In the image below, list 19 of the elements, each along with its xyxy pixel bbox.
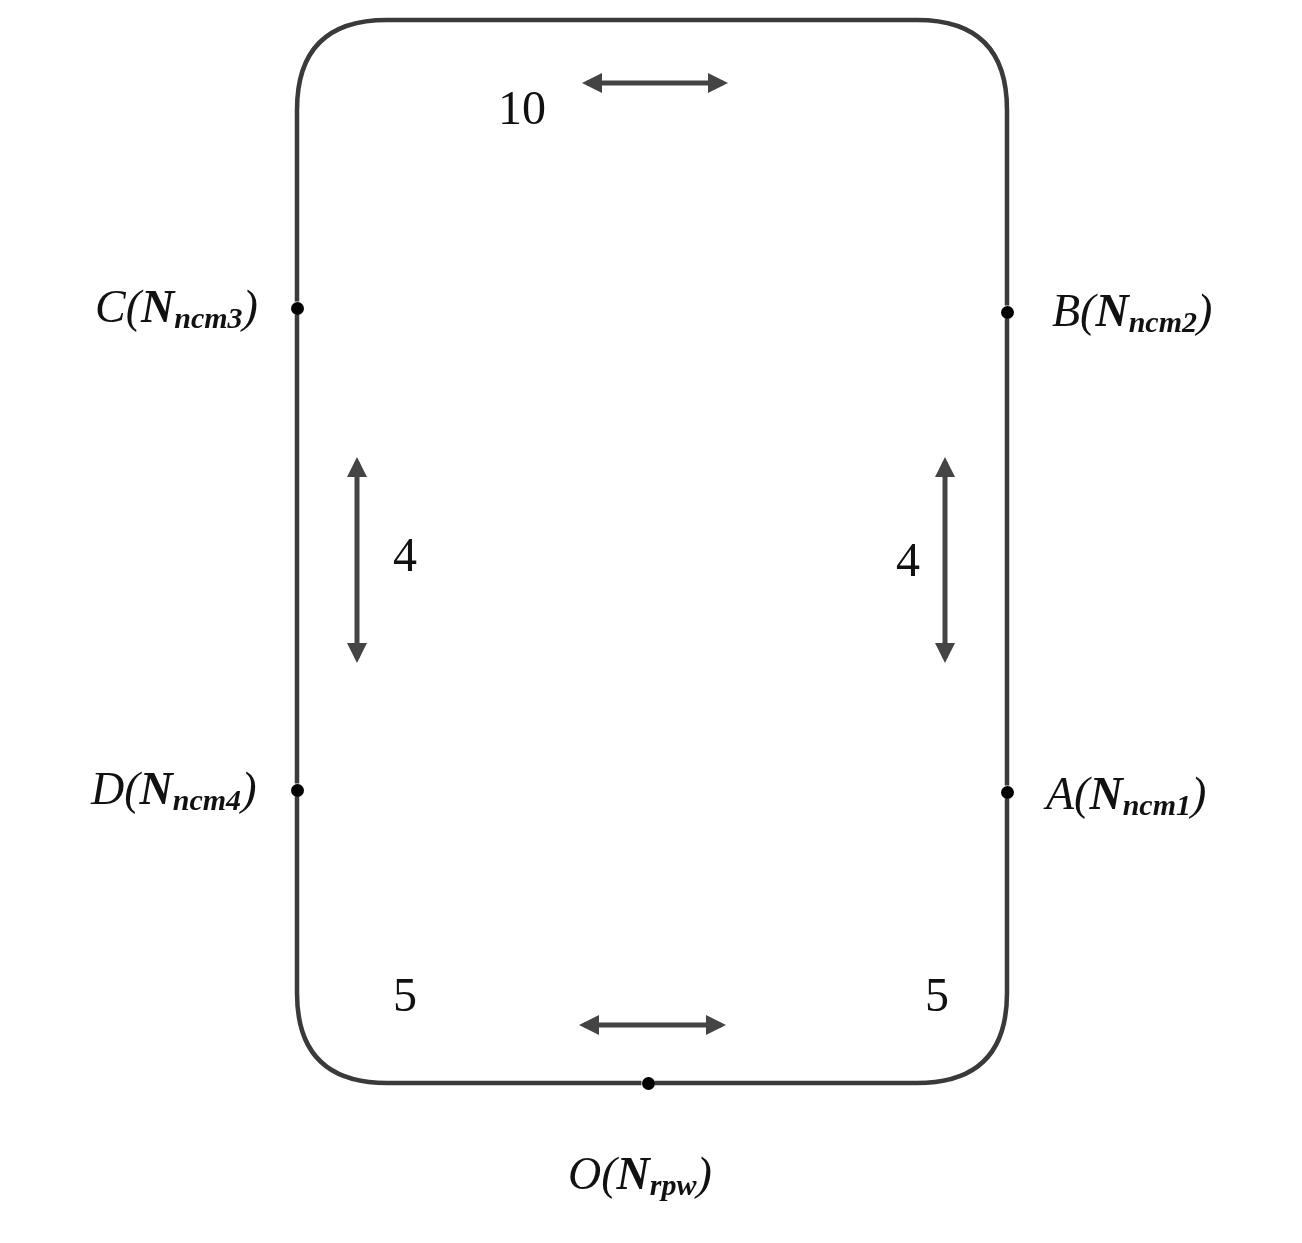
track-line [1004, 318, 1010, 786]
dimension-value: 5 [393, 971, 417, 1019]
point-label: O(N$_{rpw}$) [568, 1150, 712, 1200]
dimension-value: 4 [393, 531, 417, 579]
track-line [294, 314, 300, 784]
point-label: B(N$_{ncm2}$) [1052, 287, 1213, 337]
junction-dot [290, 783, 304, 797]
dimension-value: 5 [925, 971, 949, 1019]
track-line [294, 17, 1010, 306]
dimension-value: 4 [896, 536, 920, 584]
junction-dot [641, 1076, 655, 1090]
track-line [294, 796, 642, 1086]
junction-dot [1000, 305, 1014, 319]
track-line [654, 798, 1010, 1086]
point-label: C(N$_{ncm3}$) [95, 283, 258, 333]
junction-dot [290, 301, 304, 315]
point-label: D(N$_{ncm4}$) [91, 765, 257, 815]
junction-dot [1000, 785, 1014, 799]
dimension-value: 10 [498, 84, 546, 132]
